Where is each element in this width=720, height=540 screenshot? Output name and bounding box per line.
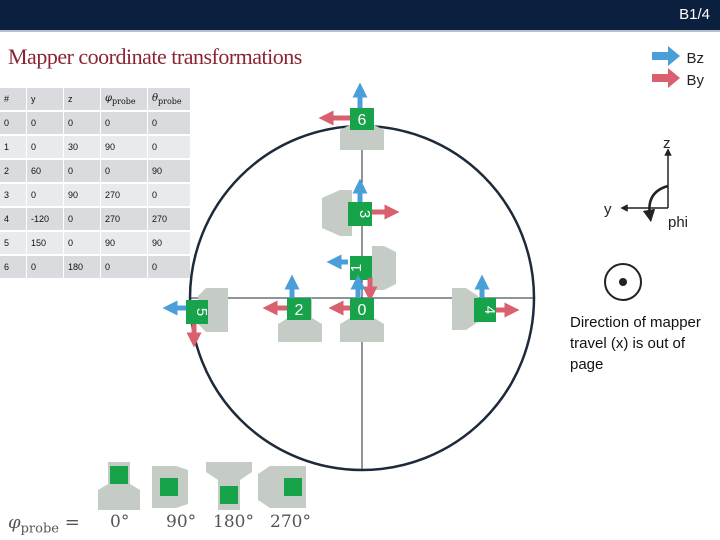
probe-3: 3: [322, 178, 400, 236]
col-header-index: #: [0, 88, 27, 110]
header-divider: [0, 30, 720, 32]
out-of-page-icon: [604, 263, 642, 301]
probe-2-label: 2: [295, 302, 304, 319]
probe-1-label: 1: [348, 264, 365, 272]
axis-z-label: z: [663, 135, 671, 152]
axis-y-label: y: [604, 201, 612, 218]
probe-1: 1: [326, 246, 396, 302]
orientation-icon-0: [98, 462, 140, 510]
travel-direction-note: Direction of mapper travel (x) is out of…: [570, 314, 701, 373]
col-header-theta-probe: θprobe: [148, 88, 191, 110]
orientation-icon-270: [258, 466, 306, 508]
table-header-row: # y z φprobe θprobe: [0, 88, 191, 110]
angle-label-270: 270°: [270, 512, 311, 532]
legend-by-arrow: [652, 68, 680, 88]
slide-title: Mapper coordinate transformations: [8, 44, 302, 69]
probe-3-label: 3: [356, 210, 373, 218]
probe-0: 0: [328, 274, 384, 342]
probe-5: 5: [162, 288, 228, 348]
coordinate-axes: z y phi: [604, 135, 688, 231]
probe-0-label: 0: [358, 302, 367, 319]
angle-label-180: 180°: [213, 512, 254, 532]
col-header-phi-probe: φprobe: [101, 88, 148, 110]
page-number: B1/4: [679, 6, 710, 23]
probe-6-label: 6: [358, 112, 367, 129]
angle-label-0: 0°: [110, 512, 130, 532]
col-header-y: y: [27, 88, 64, 110]
probe-2: 2: [262, 274, 322, 342]
orientation-icon-90: [152, 466, 188, 508]
probe-5-label: 5: [193, 308, 210, 316]
phi-rotation-arrow: [642, 184, 669, 223]
probe-4-label: 4: [481, 306, 498, 314]
probe-4: 4: [452, 274, 520, 330]
phi-probe-label: φprobe =: [8, 512, 80, 537]
axis-phi-label: phi: [668, 214, 688, 231]
orientation-icon-180: [206, 462, 252, 510]
probe-6: 6: [318, 82, 384, 150]
col-header-z: z: [64, 88, 101, 110]
angle-label-90: 90°: [166, 512, 197, 532]
header-bar: B1/4: [0, 0, 720, 30]
legend-bz-label: Bz: [686, 50, 704, 67]
legend-bz-arrow: [652, 46, 680, 66]
legend-by-label: By: [686, 72, 704, 89]
